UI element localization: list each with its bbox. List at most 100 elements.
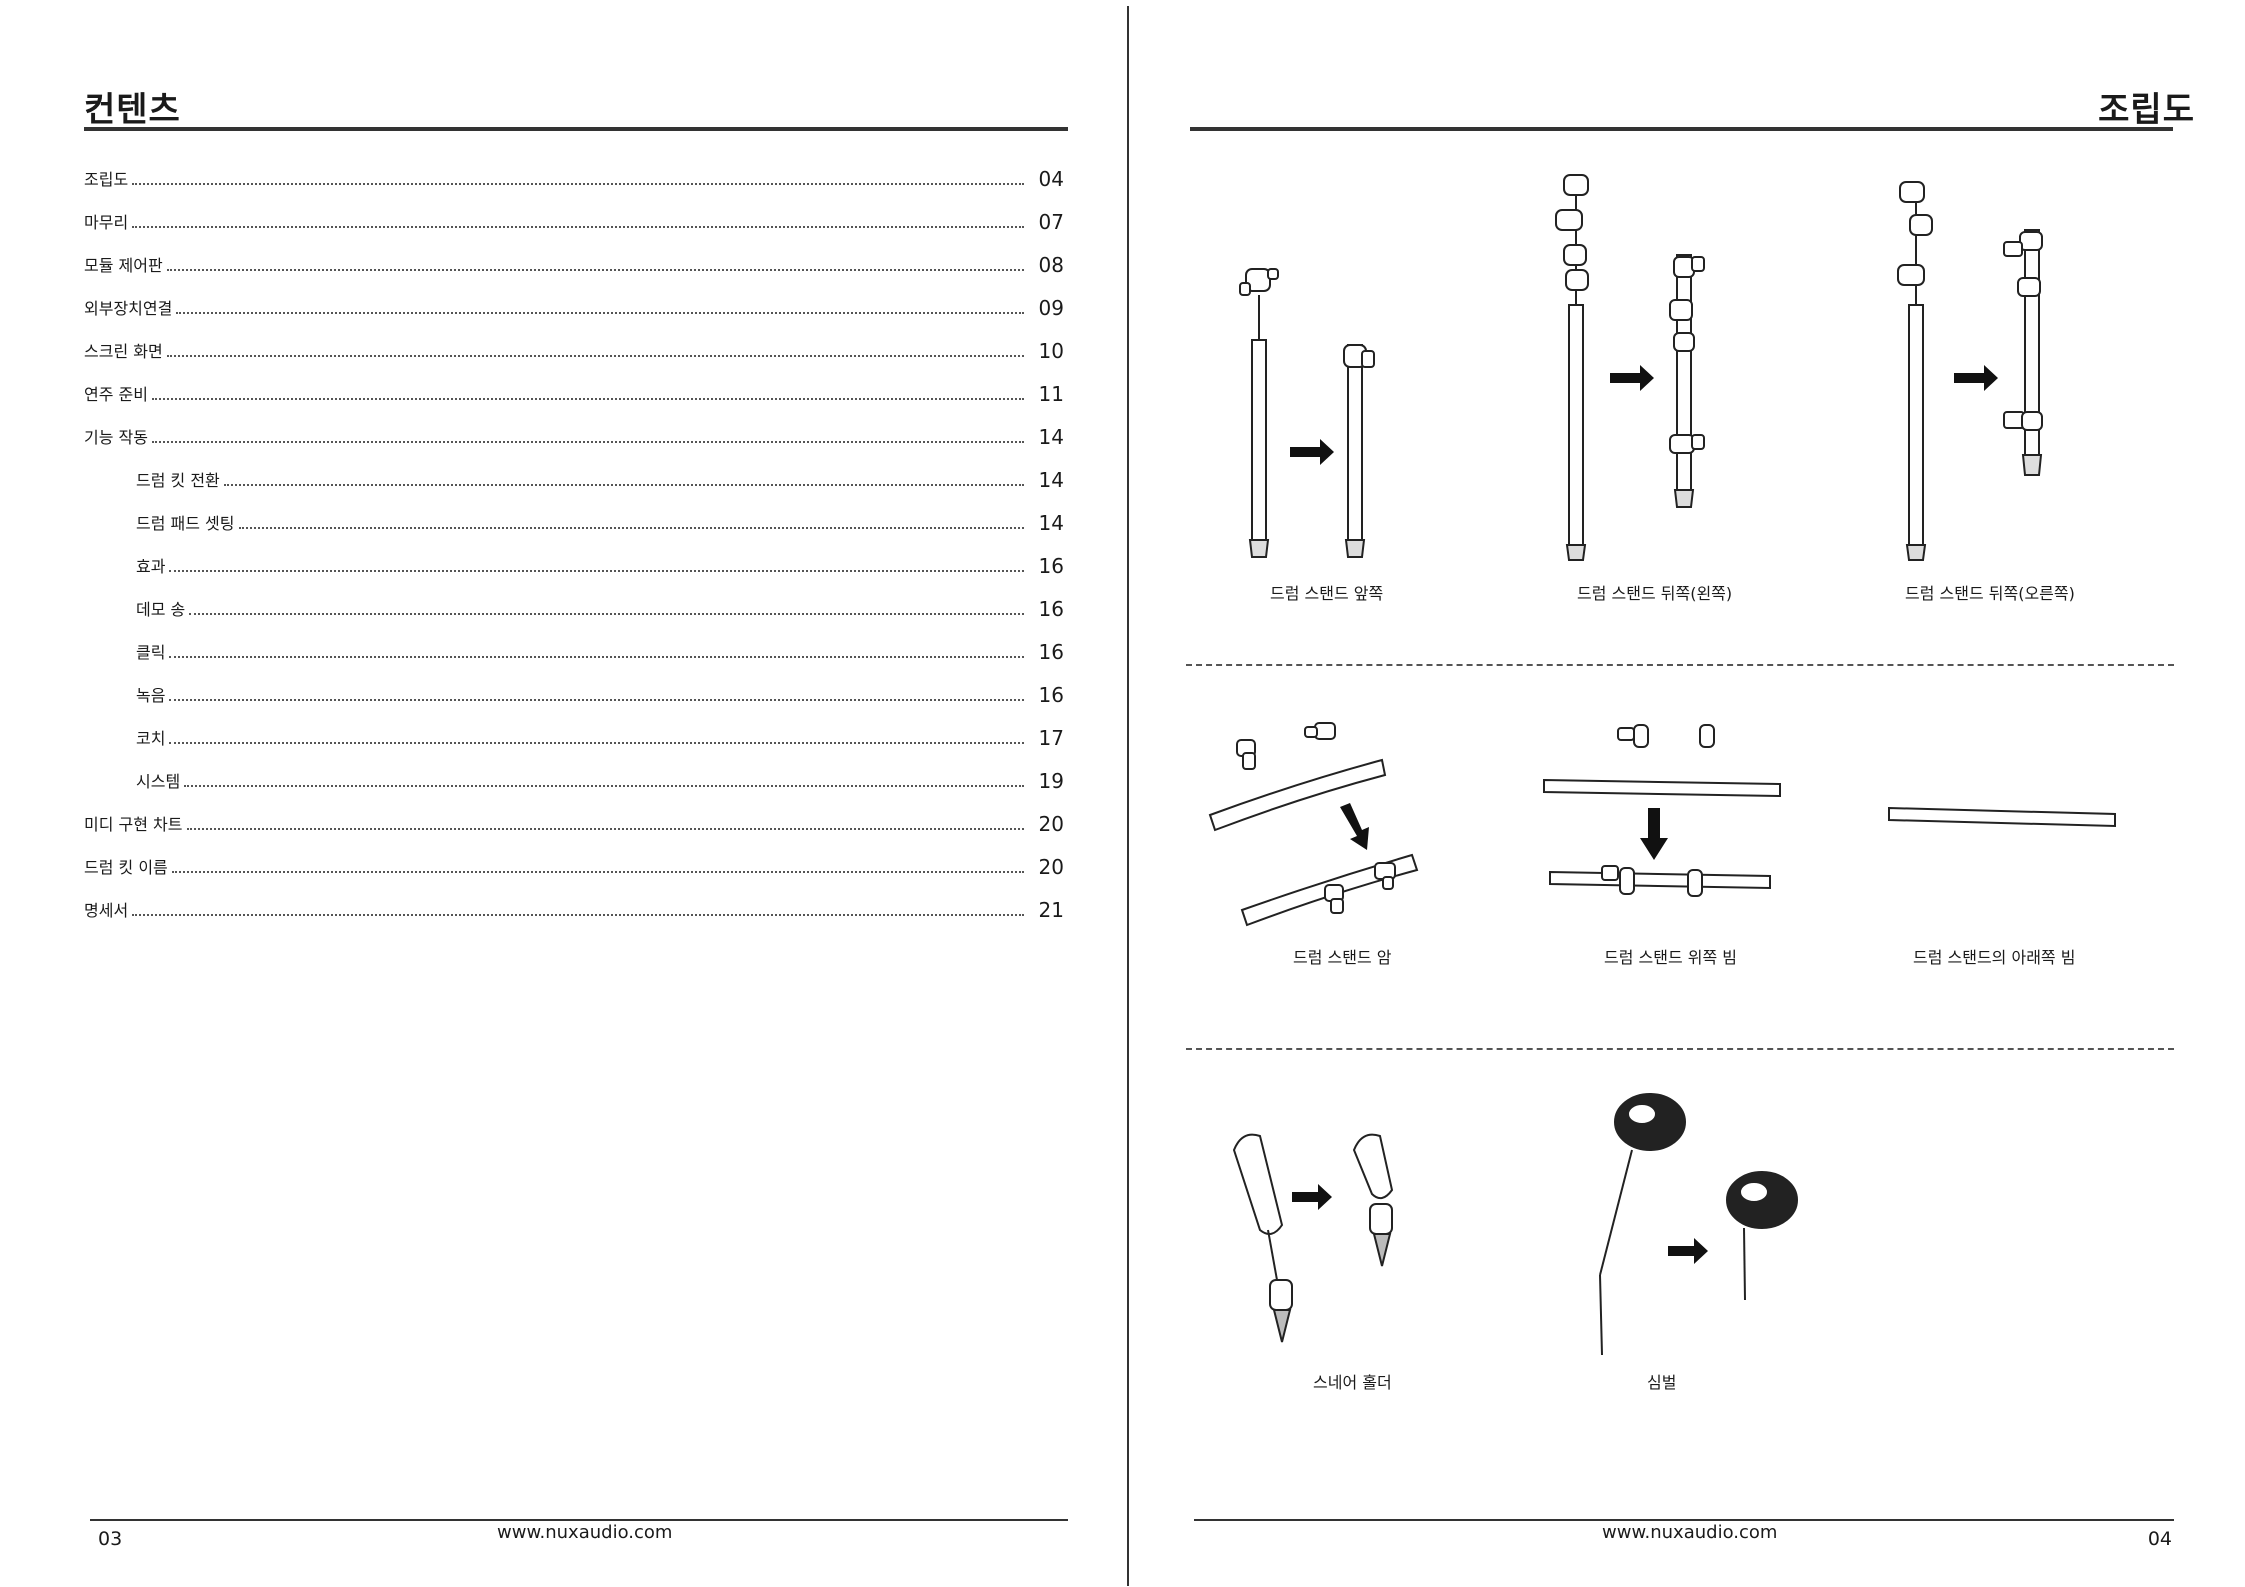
toc-entry-title: 드럼 패드 셋팅 <box>136 514 239 534</box>
toc-leader-dots <box>167 355 1024 357</box>
toc-leader-dots <box>132 226 1024 228</box>
caption-snare-holder: 스네어 홀더 <box>1313 1369 1392 1393</box>
toc-entry-page: 04 <box>1024 168 1064 190</box>
toc-entry[interactable]: 드럼 패드 셋팅 14 <box>136 504 1064 534</box>
toc-entry-title: 스크린 화면 <box>84 342 167 362</box>
toc-leader-dots <box>176 312 1024 314</box>
caption-arm: 드럼 스탠드 암 <box>1293 944 1392 968</box>
page-title: 컨텐츠 <box>84 82 181 131</box>
toc-leader-dots <box>152 398 1024 400</box>
toc-entry[interactable]: 드럼 킷 전환 14 <box>136 461 1064 491</box>
toc-entry-page: 14 <box>1024 426 1064 448</box>
title-rule <box>84 127 1068 131</box>
toc-leader-dots <box>169 656 1024 658</box>
toc-leader-dots <box>152 441 1024 443</box>
toc-entry[interactable]: 외부장치연결 09 <box>84 289 1064 319</box>
snare-holder-illustration <box>1232 1130 1432 1360</box>
toc-entry[interactable]: 녹음 16 <box>136 676 1064 706</box>
rear-right-stand-illustration <box>1892 170 2082 565</box>
toc-leader-dots <box>239 527 1025 529</box>
toc-entry-title: 미디 구현 차트 <box>84 815 187 835</box>
toc-leader-dots <box>132 914 1024 916</box>
toc-leader-dots <box>167 269 1024 271</box>
toc-entry-title: 드럼 킷 전환 <box>136 471 224 491</box>
toc-entry[interactable]: 마무리 07 <box>84 203 1064 233</box>
section-divider <box>1186 1048 2174 1050</box>
toc-leader-dots <box>172 871 1024 873</box>
cymbal-illustration <box>1570 1090 1810 1360</box>
toc-entry-title: 드럼 킷 이름 <box>84 858 172 878</box>
page-number: 03 <box>98 1528 122 1550</box>
toc-entry-title: 클릭 <box>136 643 169 663</box>
toc-entry[interactable]: 명세서 21 <box>84 891 1064 921</box>
toc-entry-title: 조립도 <box>84 170 132 190</box>
caption-lower-beam: 드럼 스탠드의 아래쪽 빔 <box>1913 944 2075 968</box>
toc-entry[interactable]: 시스템 19 <box>136 762 1064 792</box>
toc-entry[interactable]: 클릭 16 <box>136 633 1064 663</box>
toc-leader-dots <box>189 613 1024 615</box>
toc-entry-title: 코치 <box>136 729 169 749</box>
toc-leader-dots <box>169 570 1024 572</box>
left-page: 컨텐츠 조립도 04 마무리 07 모듈 제어판 08 외부장치연결 09 스크린 화면 10 연주… <box>0 0 1122 1587</box>
footer-rule <box>1194 1519 2174 1521</box>
title-rule <box>1190 127 2173 131</box>
arm-illustration <box>1207 715 1427 930</box>
rear-left-stand-illustration <box>1552 165 1742 565</box>
toc-entry-page: 09 <box>1024 297 1064 319</box>
toc-entry-page: 21 <box>1024 899 1064 921</box>
toc-entry-page: 11 <box>1024 383 1064 405</box>
toc-entry-page: 19 <box>1024 770 1064 792</box>
toc-entry[interactable]: 연주 준비 11 <box>84 375 1064 405</box>
toc-entry[interactable]: 스크린 화면 10 <box>84 332 1064 362</box>
toc-entry-page: 20 <box>1024 856 1064 878</box>
caption-rear-right: 드럼 스탠드 뒤쪽(오른쪽) <box>1905 580 2075 604</box>
toc-entry-title: 녹음 <box>136 686 169 706</box>
toc-entry-page: 16 <box>1024 641 1064 663</box>
toc-entry-title: 데모 송 <box>136 600 189 620</box>
toc-leader-dots <box>132 183 1024 185</box>
toc-entry[interactable]: 미디 구현 차트 20 <box>84 805 1064 835</box>
toc-entry[interactable]: 모듈 제어판 08 <box>84 246 1064 276</box>
caption-cymbal: 심벌 <box>1647 1369 1676 1393</box>
page-title: 조립도 <box>2098 82 2195 131</box>
right-page: 조립도 드럼 스탠드 앞쪽 <box>1122 0 2245 1587</box>
toc-entry-page: 14 <box>1024 469 1064 491</box>
upper-beam-illustration <box>1542 720 1782 915</box>
toc-entry[interactable]: 데모 송 16 <box>136 590 1064 620</box>
toc-leader-dots <box>224 484 1024 486</box>
toc-entry-title: 효과 <box>136 557 169 577</box>
toc-leader-dots <box>187 828 1025 830</box>
toc-entry[interactable]: 코치 17 <box>136 719 1064 749</box>
toc-entry-title: 마무리 <box>84 213 132 233</box>
toc-entry[interactable]: 기능 작동 14 <box>84 418 1064 448</box>
section-divider <box>1186 664 2174 666</box>
toc-entry-title: 명세서 <box>84 901 132 921</box>
toc-leader-dots <box>169 742 1024 744</box>
toc-entry-title: 모듈 제어판 <box>84 256 167 276</box>
toc-entry-title: 기능 작동 <box>84 428 152 448</box>
front-stand-illustration <box>1232 255 1432 560</box>
toc-entry-page: 14 <box>1024 512 1064 534</box>
toc-entry-page: 07 <box>1024 211 1064 233</box>
toc-entry-page: 16 <box>1024 598 1064 620</box>
toc-entry-page: 17 <box>1024 727 1064 749</box>
toc-entry-page: 20 <box>1024 813 1064 835</box>
toc-entry[interactable]: 효과 16 <box>136 547 1064 577</box>
footer-url: www.nuxaudio.com <box>497 1522 672 1543</box>
caption-front-stand: 드럼 스탠드 앞쪽 <box>1270 580 1383 604</box>
toc-entry[interactable]: 조립도 04 <box>84 160 1064 190</box>
toc-entry-title: 시스템 <box>136 772 184 792</box>
footer-url: www.nuxaudio.com <box>1602 1522 1777 1543</box>
footer-rule <box>90 1519 1068 1521</box>
caption-rear-left: 드럼 스탠드 뒤쪽(왼쪽) <box>1577 580 1732 604</box>
toc-entry-title: 외부장치연결 <box>84 299 176 319</box>
page-number: 04 <box>2148 1528 2172 1550</box>
lower-beam-illustration <box>1887 800 2117 830</box>
toc-entry-page: 08 <box>1024 254 1064 276</box>
toc-leader-dots <box>169 699 1024 701</box>
toc-entry-page: 16 <box>1024 555 1064 577</box>
toc-entry[interactable]: 드럼 킷 이름 20 <box>84 848 1064 878</box>
toc-entry-title: 연주 준비 <box>84 385 152 405</box>
toc-entry-page: 16 <box>1024 684 1064 706</box>
toc-entry-page: 10 <box>1024 340 1064 362</box>
